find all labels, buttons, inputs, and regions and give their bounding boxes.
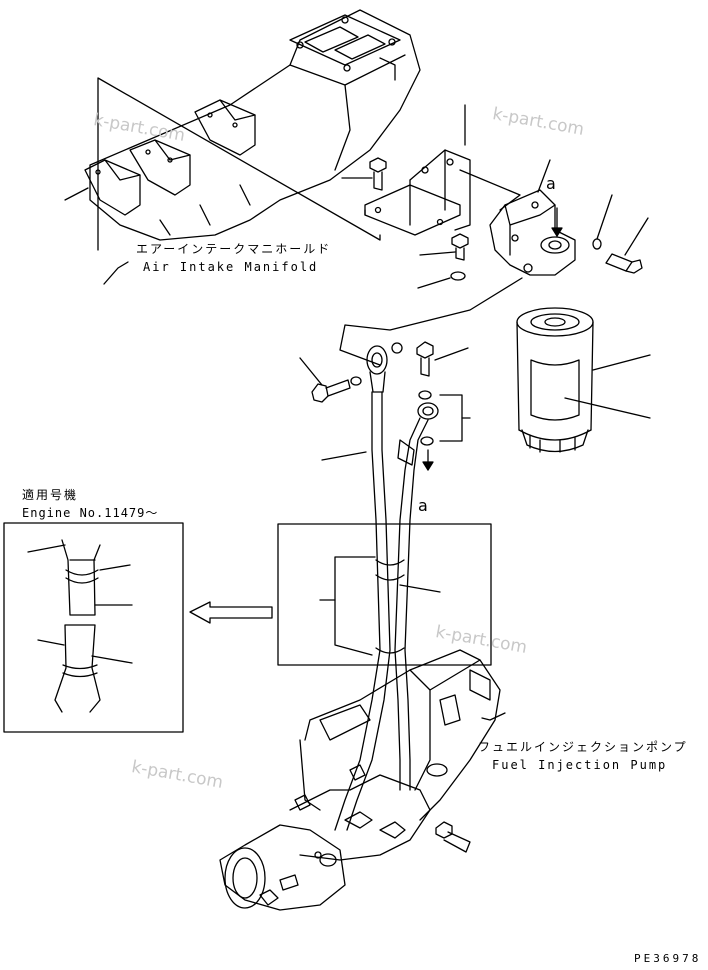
detail-arrow xyxy=(189,601,273,624)
detail-box-main xyxy=(277,523,492,666)
banjo-eye-right xyxy=(417,390,471,446)
drawing-code: PE36978 xyxy=(634,952,702,965)
fuel-filter xyxy=(516,307,594,453)
bolt-bracket-mid xyxy=(419,233,469,261)
banjo-eye-left xyxy=(366,345,388,393)
marker-a-top: a xyxy=(546,174,556,193)
air-intake-manifold xyxy=(84,9,421,241)
bolt-right xyxy=(605,217,649,274)
fuel-pump-label-jp: フュエルインジェクションポンプ xyxy=(478,740,688,754)
washer-bracket xyxy=(450,271,466,281)
hose-right-a xyxy=(394,417,421,791)
air-intake-label-en: Air Intake Manifold xyxy=(143,260,319,274)
fuel-injection-pump xyxy=(219,649,501,911)
air-intake-label-jp: エアーインテークマニホールド xyxy=(136,242,332,256)
detail-box-left xyxy=(3,522,184,733)
marker-a-bottom: a xyxy=(418,496,428,515)
bolt-bracket-top xyxy=(341,157,387,191)
filter-head xyxy=(489,189,576,276)
banjo-bolt-left xyxy=(299,357,362,403)
applicable-label-jp: 適用号機 xyxy=(22,488,79,502)
bolt-top-mid xyxy=(416,341,469,377)
hose-left-a xyxy=(334,391,381,831)
fuel-pump-label-en: Fuel Injection Pump xyxy=(492,758,668,772)
manifold-boundary-line xyxy=(97,77,381,251)
filter-bracket xyxy=(364,149,471,236)
washer-top xyxy=(391,342,403,354)
applicable-label-en: Engine No.11479～ xyxy=(22,506,159,520)
